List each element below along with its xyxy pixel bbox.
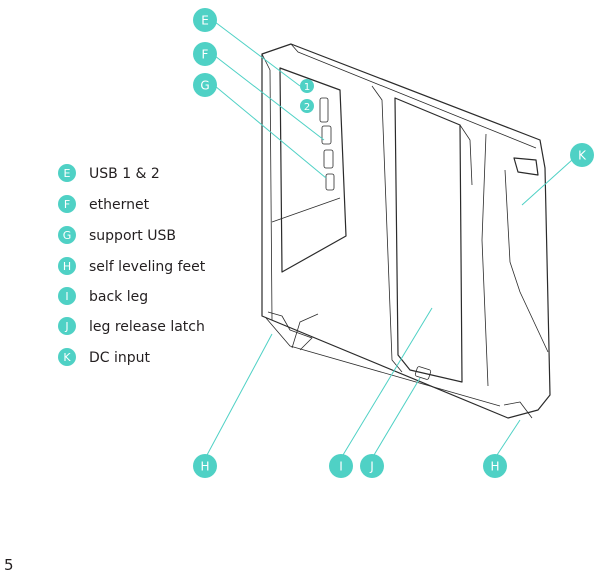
dc-input-area bbox=[514, 158, 538, 175]
callout-i: I bbox=[329, 454, 353, 478]
callout-j-label: J bbox=[369, 460, 374, 474]
legend-badge-k: K bbox=[63, 351, 71, 364]
legend-label-j: leg release latch bbox=[89, 319, 205, 335]
callout-k: K bbox=[570, 143, 594, 167]
callout-f-label: F bbox=[202, 48, 209, 62]
legend-badge-j: J bbox=[64, 320, 68, 333]
legend-item-e: E USB 1 & 2 bbox=[58, 164, 160, 182]
callout-k-label: K bbox=[578, 149, 587, 163]
port-marker-1-label: 1 bbox=[304, 82, 310, 93]
ethernet-port bbox=[324, 150, 333, 168]
callout-j: J bbox=[360, 454, 384, 478]
legend-badge-e: E bbox=[64, 167, 71, 180]
legend-item-f: F ethernet bbox=[58, 195, 150, 213]
callout-g: G bbox=[193, 73, 217, 97]
back-leg-panel bbox=[395, 98, 462, 382]
port-marker-2-label: 2 bbox=[304, 102, 310, 113]
legend-label-f: ethernet bbox=[89, 197, 150, 213]
legend-item-j: J leg release latch bbox=[58, 317, 205, 335]
legend-item-h: H self leveling feet bbox=[58, 257, 206, 275]
legend-item-i: I back leg bbox=[58, 287, 148, 305]
legend-label-k: DC input bbox=[89, 350, 151, 366]
callout-h-left-label: H bbox=[200, 460, 209, 474]
legend-badge-f: F bbox=[64, 198, 70, 211]
legend-badge-h: H bbox=[63, 260, 71, 273]
usb-port bbox=[320, 98, 328, 122]
legend-label-g: support USB bbox=[89, 228, 176, 244]
callout-f: F bbox=[193, 42, 217, 66]
legend-label-i: back leg bbox=[89, 289, 148, 305]
legend-label-e: USB 1 & 2 bbox=[89, 166, 160, 182]
callout-h-right-label: H bbox=[490, 460, 499, 474]
legend-item-g: G support USB bbox=[58, 226, 176, 244]
port-marker-2: 2 bbox=[300, 99, 314, 113]
callout-g-label: G bbox=[200, 79, 209, 93]
port-column bbox=[280, 68, 346, 272]
callout-h-right: H bbox=[483, 454, 507, 478]
legend-label-h: self leveling feet bbox=[89, 259, 206, 275]
callout-i-label: I bbox=[339, 460, 343, 474]
legend-badge-g: G bbox=[63, 229, 72, 242]
port-marker-1: 1 bbox=[300, 79, 314, 93]
page-number: 5 bbox=[4, 556, 14, 574]
callout-e-label: E bbox=[201, 14, 209, 28]
usb-port bbox=[322, 126, 331, 144]
legend-item-k: K DC input bbox=[58, 348, 151, 366]
legend-badge-i: I bbox=[65, 290, 68, 303]
callout-h-left: H bbox=[193, 454, 217, 478]
support-usb-port bbox=[326, 174, 334, 190]
legend: E USB 1 & 2 F ethernet G support USB H s… bbox=[58, 164, 206, 366]
callout-e: E bbox=[193, 8, 217, 32]
